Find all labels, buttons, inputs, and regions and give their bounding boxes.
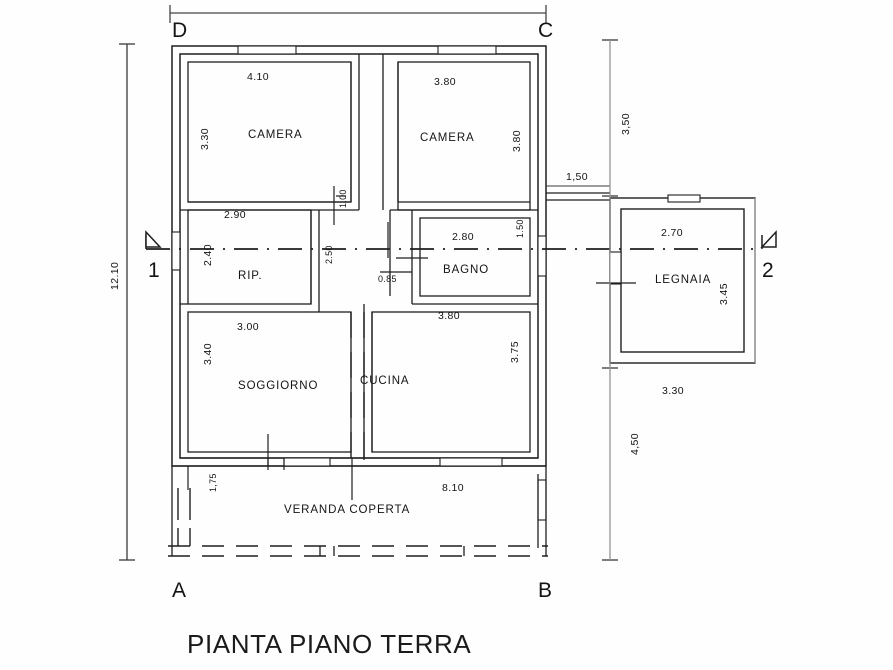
dim-legnaia-outer-width: 3.30 [662, 385, 685, 397]
dim-legnaia-width: 2.70 [661, 227, 684, 239]
top-wall-windows [237, 45, 497, 55]
dim-camera1-height: 3.30 [199, 127, 211, 150]
construction-lines [609, 40, 756, 560]
room-soggiorno-walls [180, 303, 352, 453]
veranda-dividers [187, 458, 353, 500]
room-label-legnaia: LEGNAIA [655, 274, 712, 286]
veranda-dashed-edge [168, 545, 548, 557]
dim-soggiorno-height: 3.40 [202, 342, 214, 365]
section-arrow-2 [760, 230, 777, 249]
dim-corridor-width: 1.00 [338, 189, 348, 208]
right-wall-openings [537, 235, 547, 521]
dim-cucina-width: 3.80 [438, 310, 461, 322]
section-marker-1: 1 [148, 259, 160, 282]
room-label-rip: RIP. [238, 270, 263, 282]
dim-veranda-depth: 1,75 [208, 473, 218, 492]
room-label-bagno: BAGNO [443, 264, 490, 276]
corner-marker-d: D [172, 19, 188, 42]
room-label-cucina: CUCINA [360, 375, 410, 387]
room-label-veranda: VERANDA COPERTA [284, 504, 411, 516]
connector-walls [546, 192, 610, 201]
legnaia-top-window [667, 194, 701, 203]
dim-overall-left: 12.10 [109, 261, 121, 290]
corner-marker-b: B [538, 579, 553, 602]
dim-camera2-height: 3.80 [511, 129, 523, 152]
page-title: PIANTA PIANO TERRA [187, 629, 472, 659]
veranda-post [319, 546, 465, 556]
dim-rip-height: 2.40 [202, 243, 214, 266]
veranda-left-dashed-marks [177, 488, 191, 546]
dim-cucina-height: 3.75 [509, 340, 521, 363]
corner-marker-a: A [172, 579, 187, 602]
legnaia-door-opening [609, 251, 622, 285]
dashed-partition-soggiorno-cucina [350, 312, 365, 458]
veranda-openings [283, 457, 503, 467]
room-label-camera-1: CAMERA [248, 129, 303, 141]
dim-bagno-height: 1.50 [515, 219, 525, 238]
dim-corridor-narrow: 0.85 [378, 274, 397, 284]
room-label-camera-2: CAMERA [420, 132, 475, 144]
dim-veranda-width: 8.10 [442, 482, 465, 494]
dim-rip-width: 2.90 [224, 209, 247, 221]
dim-bagno-width: 2.80 [452, 231, 475, 243]
room-bagno-walls [411, 210, 538, 305]
dim-legnaia-height: 3.45 [718, 282, 730, 305]
dim-gap-width: 1,50 [566, 171, 589, 183]
door-opening-ticks [267, 186, 428, 466]
room-rip-walls [187, 209, 320, 312]
dim-right-lower: 4,50 [629, 432, 641, 455]
dim-camera2-width: 3.80 [434, 76, 457, 88]
section-arrow-1 [145, 230, 162, 249]
corner-marker-c: C [538, 19, 554, 42]
dim-camera1-width: 4.10 [247, 71, 270, 83]
dim-soggiorno-width: 3.00 [237, 321, 260, 333]
room-label-soggiorno: SOGGIORNO [238, 380, 319, 392]
interior-partition-walls [180, 54, 538, 296]
section-marker-2: 2 [762, 259, 774, 282]
left-dimension-line [119, 43, 135, 561]
dim-rip-right: 2.50 [324, 245, 334, 264]
dim-right-upper: 3,50 [620, 112, 632, 135]
top-dimension-line [169, 5, 547, 23]
left-wall-door-openings [171, 231, 181, 271]
